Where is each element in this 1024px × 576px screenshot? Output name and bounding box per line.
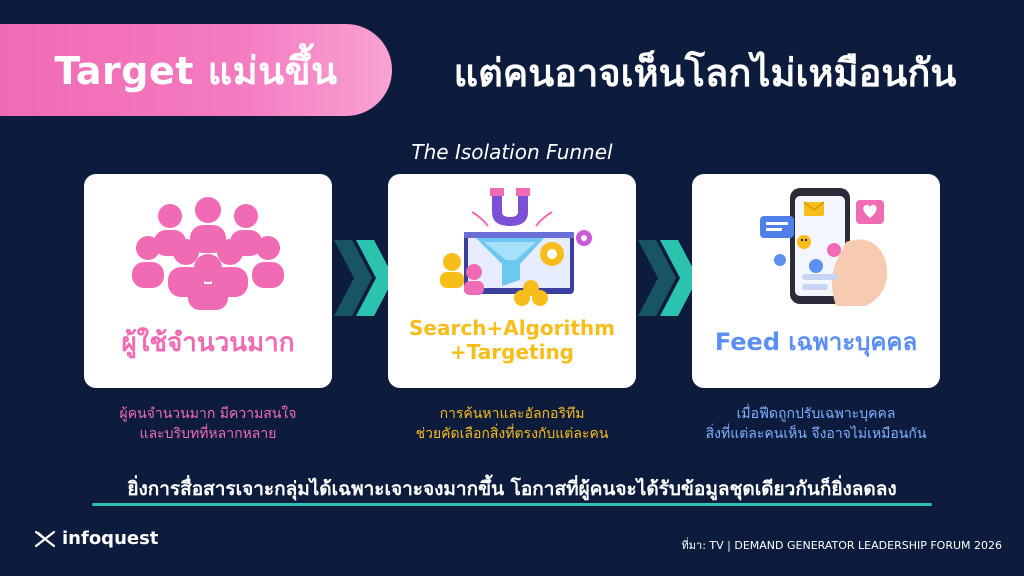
desc-line2: และบริบทที่หลากหลาย [139,426,277,442]
desc-line2: ช่วยคัดเลือกสิ่งที่ตรงกับแต่ละคน [415,426,609,442]
brand-name: infoquest [62,528,159,549]
chevron-arrow-icon [334,240,394,316]
people-crowd-icon [132,197,284,310]
desc-line2: สิ่งที่แต่ละคนเห็น จึงอาจไม่เหมือนกัน [705,426,927,442]
desc-line1: การค้นหาและอัลกอริทึม [439,406,585,422]
title-highlight: Target แม่นขึ้น [54,48,338,93]
magnet-funnel-icon [440,188,592,306]
step-label-users: ผู้ใช้จำนวนมาก [121,328,295,358]
desc-line1: ผู้คนจำนวนมาก มีความสนใจ [119,406,297,422]
brand-logo: infoquest [34,528,158,549]
step-label-feed: Feed เฉพาะบุคคล [714,328,918,356]
chevron-arrow-icon [638,240,698,316]
step-desc-feed: เมื่อฟีดถูกปรับเฉพาะบุคคล สิ่งที่แต่ละคน… [666,404,966,444]
funnel-title: The Isolation Funnel [411,140,613,164]
step-card-search-algorithm: Search+Algorithm +Targeting [388,174,636,388]
summary-underline [92,503,932,506]
title-highlight-pill: Target แม่นขึ้น [0,24,392,116]
step-label-search-algorithm: Search+Algorithm +Targeting [409,316,615,364]
summary-statement: ยิ่งการสื่อสารเจาะกลุ่มได้เฉพาะเจาะจงมาก… [127,478,897,500]
title-rest: แต่คนอาจเห็นโลกไม่เหมือนกัน [453,51,957,95]
step-label-line1: Search+Algorithm [409,316,615,340]
source-note: ที่มา: TV | DEMAND GENERATOR LEADERSHIP … [681,539,1002,552]
step-desc-search-algorithm: การค้นหาและอัลกอริทึม ช่วยคัดเลือกสิ่งที… [362,404,662,444]
step-card-feed: Feed เฉพาะบุคคล [692,174,940,388]
step-card-users: ผู้ใช้จำนวนมาก [84,174,332,388]
desc-line1: เมื่อฟีดถูกปรับเฉพาะบุคคล [736,406,896,422]
step-label-line2: +Targeting [449,340,575,364]
phone-feed-icon [760,188,888,306]
step-desc-users: ผู้คนจำนวนมาก มีความสนใจ และบริบทที่หลาก… [58,404,358,444]
infoquest-logo-icon [34,530,56,547]
